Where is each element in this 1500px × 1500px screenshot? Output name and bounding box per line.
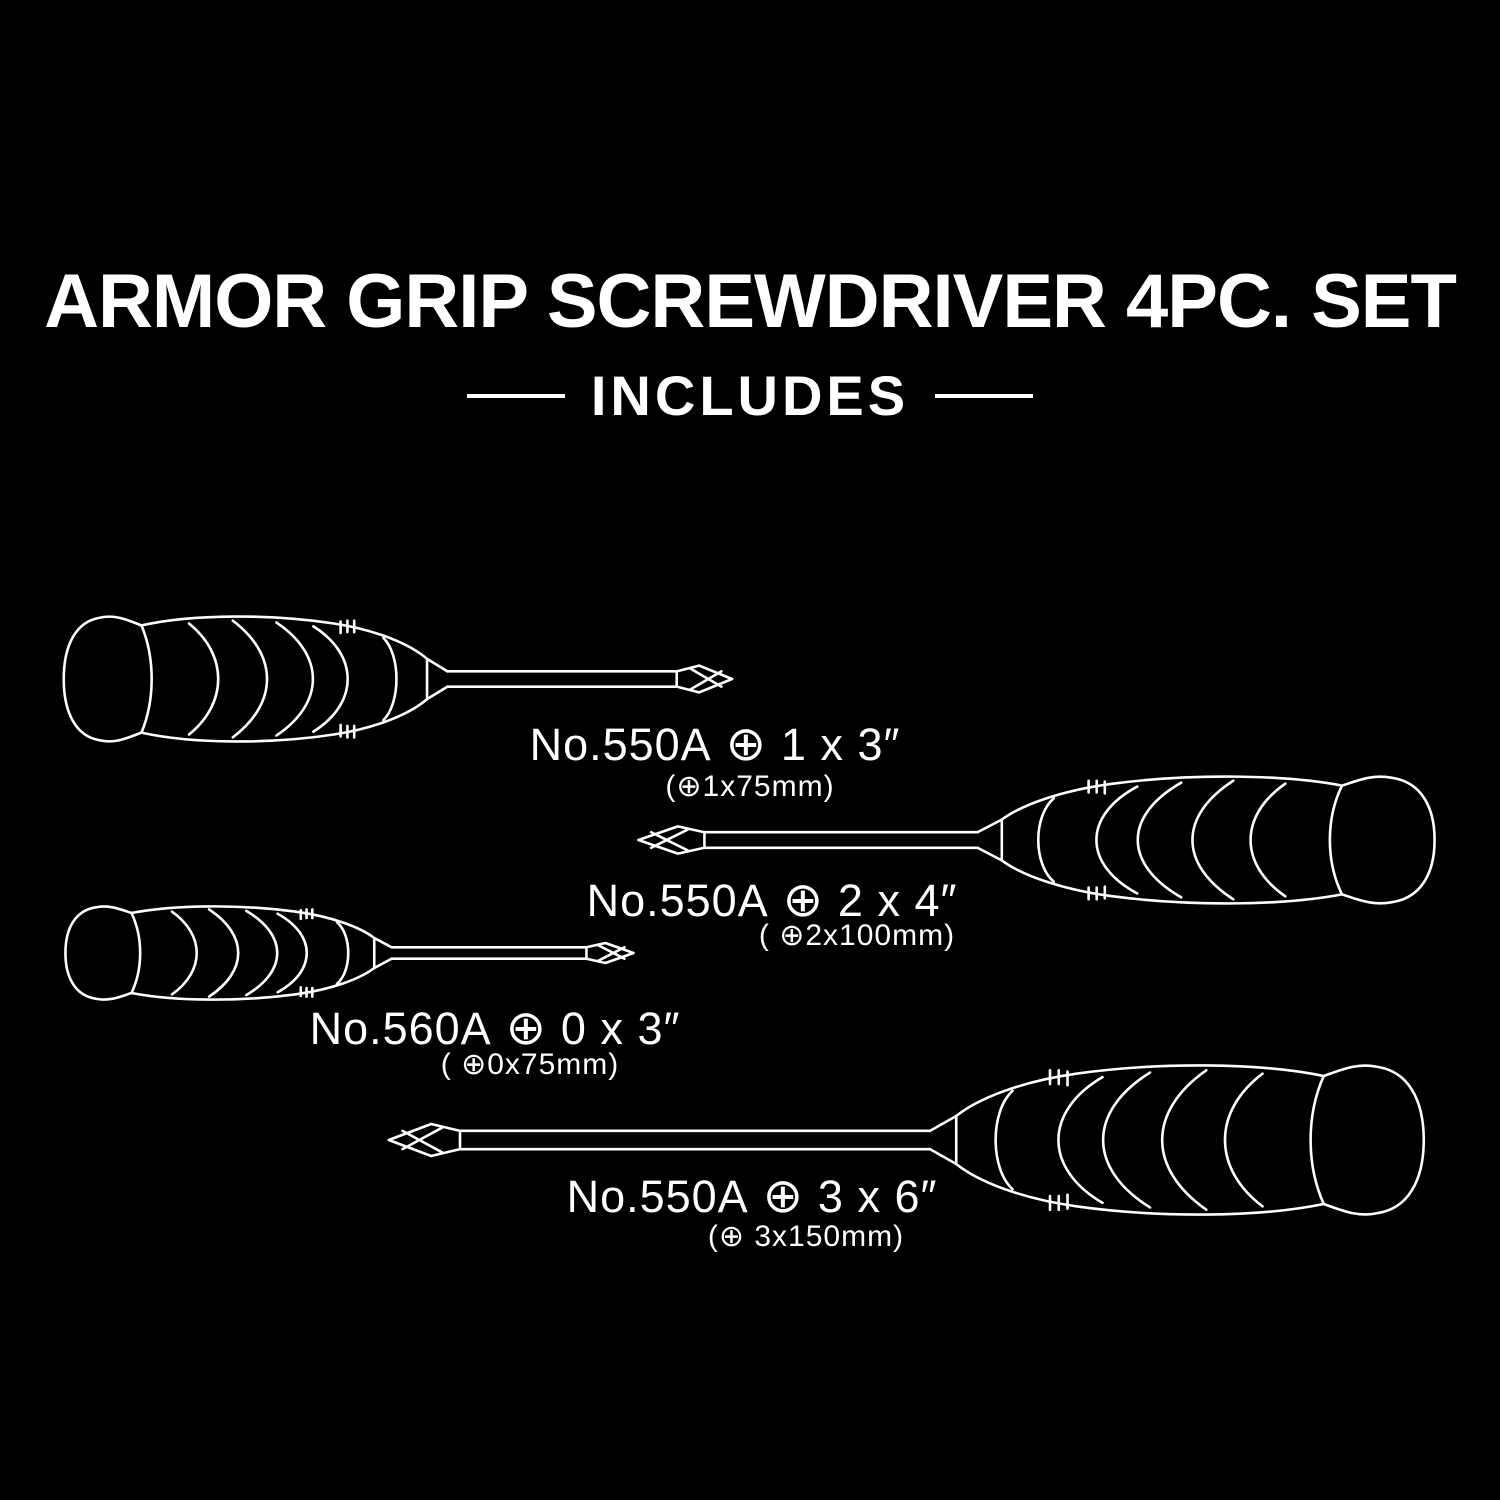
item-4-metric: (⊕ 3x150mm) <box>707 1220 905 1253</box>
phillips-icon: ⊕ <box>782 874 824 927</box>
item-3-metric: ( ⊕0x75mm) <box>440 1048 620 1081</box>
item-4-label: No.550A ⊕ 3 x 6″ <box>492 1170 1012 1223</box>
size-text: 1 x 3″ <box>780 718 901 770</box>
phillips-icon: ⊕ <box>505 1002 547 1055</box>
item-1-label: No.550A ⊕ 1 x 3″ <box>455 718 975 771</box>
item-2-metric: ( ⊕2x100mm) <box>758 919 956 952</box>
item-2-label: No.550A ⊕ 2 x 4″ <box>512 874 1032 927</box>
item-1-metric: (⊕1x75mm) <box>665 770 835 803</box>
model-number: No.550A <box>566 1170 749 1222</box>
phillips-icon: ⊕ <box>725 718 767 771</box>
screwdriver-illustration-3 <box>64 905 635 1001</box>
model-number: No.550A <box>586 874 769 926</box>
right-divider-line <box>935 394 1034 398</box>
model-number: No.550A <box>529 718 712 770</box>
phillips-icon: ⊕ <box>762 1170 804 1223</box>
item-3-label: No.560A ⊕ 0 x 3″ <box>235 1002 755 1055</box>
page-title: ARMOR GRIP SCREWDRIVER 4PC. SET <box>44 259 1457 344</box>
includes-header: INCLUDES <box>0 368 1500 424</box>
left-divider-line <box>466 394 565 398</box>
includes-label: INCLUDES <box>590 364 910 427</box>
size-text: 2 x 4″ <box>837 874 958 926</box>
size-text: 3 x 6″ <box>817 1170 938 1222</box>
model-number: No.560A <box>309 1002 492 1054</box>
size-text: 0 x 3″ <box>560 1002 681 1054</box>
